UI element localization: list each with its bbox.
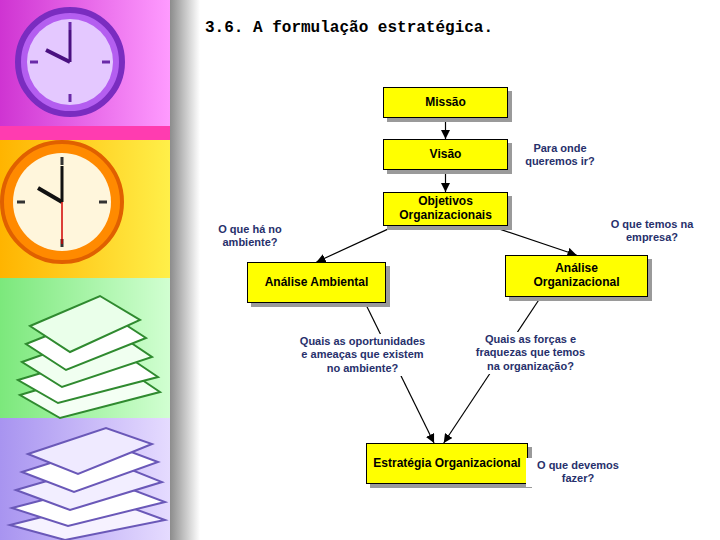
clock-rim (2, 142, 122, 262)
orange-clock (2, 142, 122, 262)
clock-hand (46, 50, 70, 62)
flow-arrow (489, 226, 576, 255)
question-note: Quais as oportunidades e ameaças que exi… (295, 334, 430, 376)
question-note: O que temos na empresa? (604, 217, 700, 246)
flow-arrow (445, 170, 446, 192)
purple-clock (18, 10, 122, 114)
clock-tick (102, 61, 110, 64)
lavender-band (0, 418, 172, 540)
flow-arrow (317, 226, 396, 262)
box-text: Visão (430, 148, 462, 162)
box-text: Objetivos Organizacionais (390, 195, 501, 223)
box-text: Análise Organizacional (512, 262, 641, 290)
question-note: O que há no ambiente? (205, 222, 295, 251)
gray-strip (170, 0, 200, 540)
clock-tick (17, 201, 25, 204)
clock-tick (69, 94, 72, 102)
process-box: Missão (383, 87, 508, 118)
process-box: Análise Ambiental (247, 262, 386, 303)
question-note: O que devemos fazer? (526, 458, 630, 487)
slide-title: 3.6. A formulação estratégica. (205, 19, 493, 37)
process-box: Estratégia Organizacional (366, 443, 528, 484)
clock-hand (61, 166, 64, 202)
clock-tick (69, 22, 72, 30)
clock-face (27, 19, 113, 105)
question-note: Quais as forças e fraquezas que temos na… (468, 332, 593, 374)
paper-stack-lavender (10, 428, 165, 540)
paper-sheet (28, 428, 152, 474)
clock-tick (30, 61, 38, 64)
question-note: Para onde queremos ir? (514, 141, 606, 170)
box-text: Missão (425, 96, 466, 110)
paper-sheet (30, 296, 140, 352)
paper-stack-green (18, 296, 160, 418)
box-text: Análise Ambiental (265, 276, 369, 290)
side-illustration (0, 0, 200, 540)
clock-hand (38, 188, 62, 202)
flow-arrow (445, 118, 446, 139)
process-box: Objetivos Organizacionais (383, 192, 508, 226)
clock-tick (99, 201, 107, 204)
pink-stripe (0, 126, 172, 140)
box-text: Estratégia Organizacional (373, 457, 520, 471)
process-box: Análise Organizacional (505, 255, 648, 297)
clock-rim (18, 10, 122, 114)
clock-hand (61, 202, 63, 244)
clock-tick (61, 157, 64, 165)
clock-hand (69, 30, 72, 62)
clock-face (13, 153, 111, 251)
process-box: Visão (383, 139, 508, 170)
magenta-band (0, 0, 172, 126)
green-band (0, 278, 172, 418)
yellow-band (0, 140, 172, 278)
